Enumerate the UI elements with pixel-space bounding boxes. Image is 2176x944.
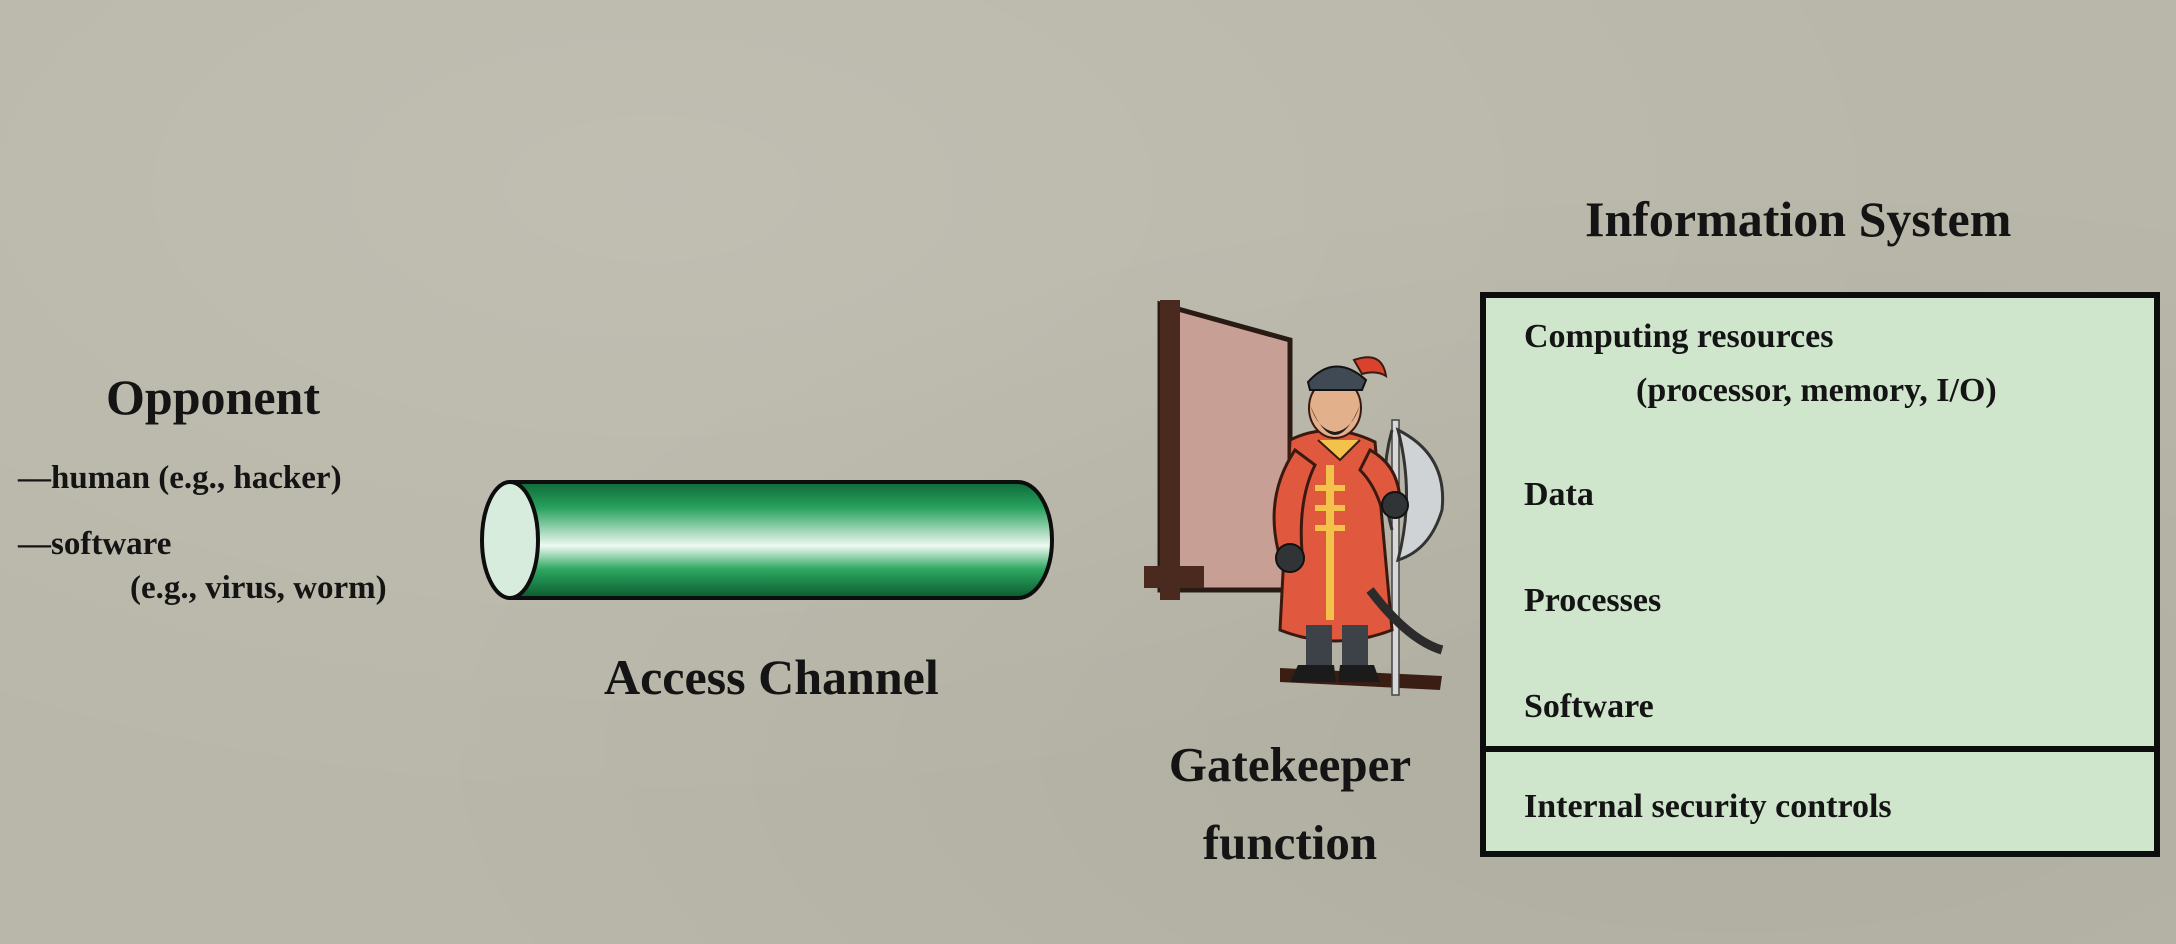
is-item-computing-resources-detail: (processor, memory, I/O) [1636,372,1997,409]
gatekeeper-function-label: Gatekeeper function [1140,726,1440,882]
information-system-title: Information System [1585,191,2012,247]
is-item-data: Data [1524,476,1594,513]
is-item-computing-resources: Computing resources [1524,318,1834,355]
gatekeeper-guard-icon [1144,300,1445,696]
gatekeeper-label-line-1: Gatekeeper [1168,737,1412,792]
access-channel-label: Access Channel [604,649,939,705]
is-divider [1486,746,2154,752]
opponent-title: Opponent [106,369,320,425]
is-item-processes: Processes [1524,582,1662,619]
opponent-software-label: —software [18,526,172,562]
access-channel-pipe-icon [480,480,1054,600]
is-item-internal-security-controls: Internal security controls [1524,788,1892,825]
is-item-software: Software [1524,688,1654,725]
opponent-human-label: —human (e.g., hacker) [18,460,342,496]
gatekeeper-label-line-2: function [1202,815,1378,870]
information-system-box: Computing resources (processor, memory, … [1480,292,2160,857]
opponent-software-examples: (e.g., virus, worm) [130,570,387,606]
